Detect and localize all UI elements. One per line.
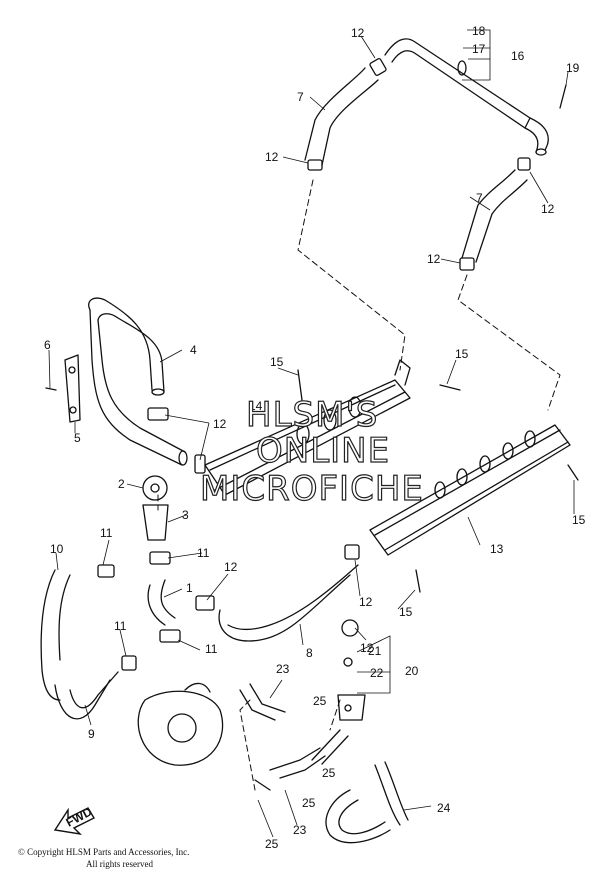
callout-12: 12 [360,641,374,655]
leader-dash-lines [157,179,561,791]
callout-12: 12 [541,202,555,216]
callout-23: 23 [276,662,290,676]
callout-12: 12 [265,150,279,164]
thermostat-cap [142,407,206,541]
callout-13: 13 [490,542,504,556]
callout-25: 25 [322,766,336,780]
callout-4: 4 [190,343,197,357]
water-pump [137,682,224,766]
callout-leaders [48,29,575,838]
callout-9: 9 [88,727,95,741]
callout-15: 15 [399,605,413,619]
hose-9-10 [40,564,137,720]
thermostat-housing-20 [337,619,366,721]
callout-11: 11 [197,546,210,560]
callout-2: 2 [118,477,125,491]
callout-22: 22 [370,666,384,680]
copyright-notice: © Copyright HLSM Parts and Accessories, … [18,846,248,870]
callout-18: 18 [472,24,486,38]
callout-12: 12 [224,560,238,574]
callout-12: 12 [359,595,373,609]
hose-7-upper-left [304,58,387,171]
bolts [297,84,579,593]
callout-12: 12 [213,417,227,431]
hose-8 [195,544,360,642]
watermark-line-2: ONLINE [256,431,390,471]
callout-21: 21 [368,644,382,658]
callout-6: 6 [44,338,51,352]
copyright-line-2: All rights reserved [86,859,153,869]
callout-25: 25 [265,837,279,851]
callout-17: 17 [472,42,486,56]
radiator-13 [369,424,571,556]
callout-1: 1 [186,581,193,595]
forward-arrow-icon: FWD [53,804,95,836]
callout-23: 23 [293,823,307,837]
callout-11: 11 [205,642,218,656]
callout-15: 15 [572,513,586,527]
callout-20: 20 [405,664,419,678]
callout-12: 12 [351,26,365,40]
callout-numbers: 1234567789101111111112121212121212121314… [44,24,586,851]
callout-14: 14 [249,399,263,413]
callout-15: 15 [455,347,469,361]
bracket-5 [45,354,81,423]
copyright-line-1: © Copyright HLSM Parts and Accessories, … [18,847,190,857]
callout-7: 7 [476,191,483,205]
hoses-23-25 [239,683,349,791]
watermark-line-1: HLSM'S [246,395,378,435]
callout-15: 15 [270,355,284,369]
callout-12: 12 [427,252,441,266]
callout-11: 11 [100,526,113,540]
callout-25: 25 [302,796,316,810]
callout-24: 24 [437,801,451,815]
callout-5: 5 [74,431,81,445]
callout-16: 16 [511,49,525,63]
watermark-line-3: MICROFICHE [200,469,424,509]
radiator-14 [204,359,411,496]
callout-7: 7 [297,90,304,104]
callout-8: 8 [306,646,313,660]
callout-25: 25 [313,694,327,708]
hose-7-upper-right [459,157,531,271]
callout-11: 11 [114,619,127,633]
hose-24 [325,761,409,844]
hose-4 [88,297,188,466]
callout-10: 10 [50,542,64,556]
callout-3: 3 [182,508,189,522]
callout-19: 19 [566,61,580,75]
